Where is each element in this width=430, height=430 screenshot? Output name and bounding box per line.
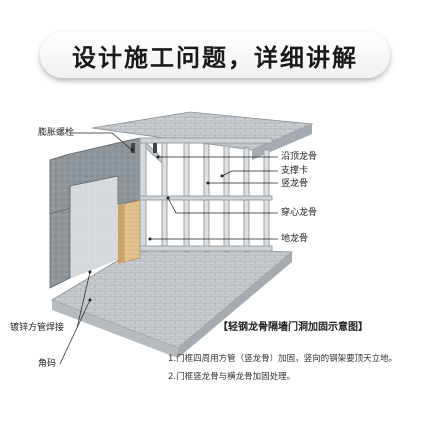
caption-note-1: 1.门框四周用方管（竖龙骨）加固，竖向的钢架要顶天立地。 <box>168 354 398 364</box>
label-through-channel: 穿心龙骨 <box>281 208 318 218</box>
banner-title: 设计施工问题，详细讲解 <box>72 43 358 72</box>
leader-lines <box>59 132 278 365</box>
door-frame <box>49 137 141 289</box>
expansion-bolt-icons <box>131 143 157 153</box>
caption-title: 【轻钢龙骨隔墙门洞加固示意图】 <box>218 322 368 333</box>
label-brace-clip: 支撑卡 <box>281 166 309 176</box>
label-corner-code: 角码 <box>38 359 57 369</box>
leader-dots <box>88 148 224 302</box>
label-expansion-bolt: 膨胀螺栓 <box>38 128 75 138</box>
title-banner: 设计施工问题，详细讲解 <box>40 32 390 78</box>
label-top-track: 沿顶龙骨 <box>281 152 318 162</box>
label-galvanized-tube-weld: 镀锌方管焊接 <box>10 323 65 333</box>
label-floor-track: 地龙骨 <box>281 234 309 244</box>
steel-keel-frame <box>139 137 273 253</box>
caption-note-2: 2.门框竖龙骨与横龙骨加固处理。 <box>168 372 296 382</box>
label-vertical-stud: 竖龙骨 <box>281 179 309 189</box>
